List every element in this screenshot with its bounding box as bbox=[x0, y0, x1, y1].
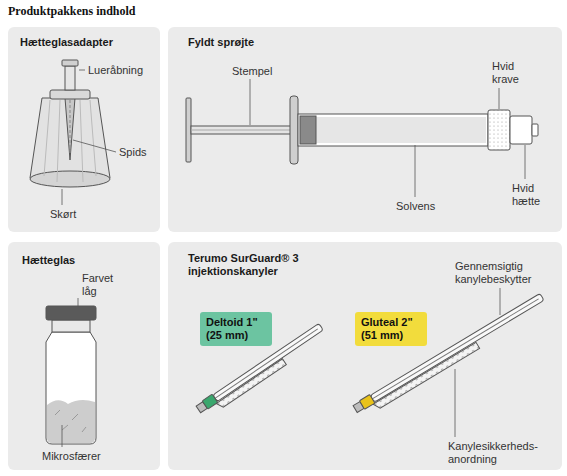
leader-line bbox=[62, 70, 116, 205]
size-badge: Deltoid 1" (25 mm) bbox=[200, 312, 272, 346]
vial-adapter bbox=[62, 60, 78, 66]
vial bbox=[47, 400, 95, 443]
panel-heading: Terumo SurGuard® 3 injektionskanyler bbox=[188, 252, 316, 278]
injection-needle bbox=[359, 395, 374, 410]
prefilled-syringe bbox=[186, 96, 538, 164]
leader-line bbox=[455, 288, 500, 437]
prefilled-syringe bbox=[186, 98, 191, 162]
vial bbox=[55, 410, 86, 432]
prefilled-syringe bbox=[510, 116, 532, 144]
vial bbox=[52, 320, 90, 332]
part-label: Stempel bbox=[232, 65, 292, 78]
leader-line bbox=[79, 70, 85, 71]
leader-line bbox=[62, 425, 63, 447]
panel-ground bbox=[168, 27, 562, 232]
prefilled-syringe bbox=[316, 117, 486, 143]
content-panel: Hætteglasadapter bbox=[8, 27, 160, 232]
leader-line bbox=[455, 369, 456, 437]
panel-heading: Hætteglasadapter bbox=[20, 36, 155, 49]
leader-line bbox=[499, 88, 500, 109]
vial-adapter bbox=[65, 98, 75, 160]
vial-adapter bbox=[65, 66, 75, 90]
vial-adapter bbox=[44, 100, 96, 182]
vial-adapter bbox=[30, 60, 110, 187]
content-panel: Fyldt sprøjte bbox=[168, 27, 562, 232]
vial-adapter bbox=[70, 100, 71, 155]
panel-ground bbox=[8, 27, 160, 232]
leader-line bbox=[525, 145, 526, 179]
page-title: Produktpakkens indhold bbox=[8, 4, 136, 19]
part-label: Spids bbox=[119, 146, 157, 159]
part-label: Farvet låg bbox=[82, 272, 127, 298]
leader-line bbox=[78, 298, 79, 306]
part-label: Lueråbning bbox=[88, 64, 158, 77]
panel-ground bbox=[168, 242, 562, 470]
badge-text: Deltoid 1" (25 mm) bbox=[206, 316, 266, 342]
badge-text: Gluteal 2" (51 mm) bbox=[361, 316, 421, 342]
injection-needle bbox=[370, 293, 544, 402]
injection-needle bbox=[216, 359, 286, 410]
prefilled-syringe bbox=[300, 116, 316, 144]
prefilled-syringe bbox=[298, 114, 488, 146]
part-label: Skørt bbox=[50, 208, 95, 221]
leader-line bbox=[250, 79, 525, 197]
leader-line bbox=[500, 288, 501, 315]
part-label: Mikrosfærer bbox=[42, 450, 122, 463]
vial-adapter bbox=[50, 90, 90, 99]
leader-line bbox=[62, 298, 78, 447]
vial bbox=[46, 306, 96, 320]
part-label: Gennemsigtig kanylebeskytter bbox=[455, 260, 555, 286]
size-badge: Gluteal 2" (51 mm) bbox=[355, 312, 427, 346]
vial bbox=[46, 306, 96, 444]
prefilled-syringe bbox=[191, 126, 291, 134]
panel-heading: Fyldt sprøjte bbox=[188, 36, 388, 49]
leader-line bbox=[62, 189, 63, 205]
leader-line bbox=[415, 145, 416, 197]
injection-needle bbox=[353, 293, 549, 420]
part-label: Hvid hætte bbox=[512, 182, 557, 208]
panel-heading: Hætteglas bbox=[22, 254, 152, 267]
vial bbox=[46, 332, 96, 444]
prefilled-syringe bbox=[532, 124, 538, 136]
leader-line bbox=[73, 140, 116, 152]
injection-needle bbox=[373, 342, 479, 410]
part-label: Kanylesikkerheds-anordning bbox=[448, 440, 553, 466]
leader-line bbox=[250, 79, 251, 125]
panel-ground bbox=[8, 242, 160, 470]
vial-adapter bbox=[30, 171, 110, 187]
injection-needle bbox=[202, 394, 218, 409]
prefilled-syringe bbox=[488, 110, 510, 150]
part-label: Solvens bbox=[396, 200, 456, 213]
prefilled-syringe bbox=[290, 96, 298, 164]
panel-ground bbox=[8, 27, 562, 470]
prefilled-syringe bbox=[191, 130, 291, 131]
part-label: Hvid krave bbox=[492, 60, 537, 86]
